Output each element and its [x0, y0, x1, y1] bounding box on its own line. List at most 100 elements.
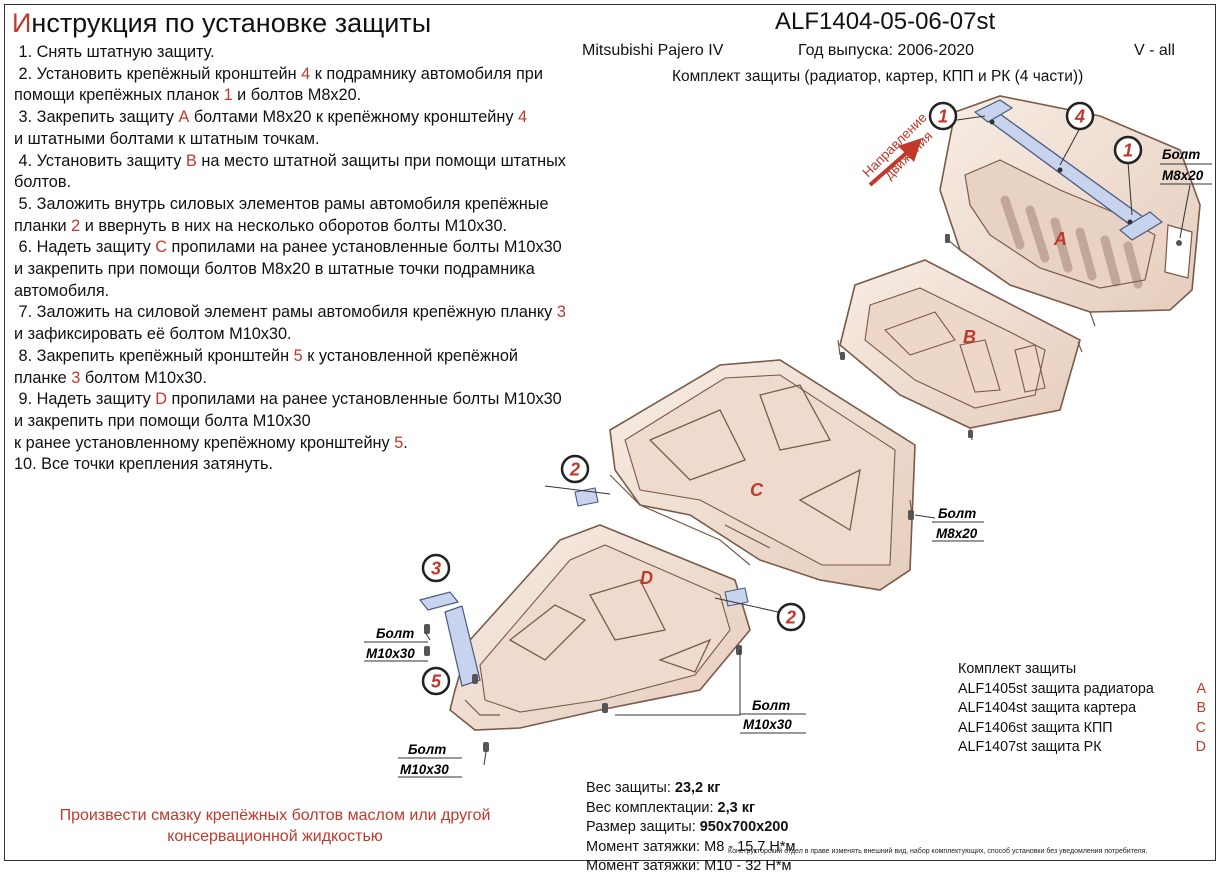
bolt-label-m8-top: Болт M8x20 [1160, 147, 1212, 185]
step-text: на место штатной защиты при помощи штатн… [14, 151, 571, 192]
legend-item-letter: B [1196, 700, 1206, 716]
svg-text:M8x20: M8x20 [936, 526, 978, 541]
legend-item: ALF1407st защита РК D [958, 738, 1206, 758]
letter-d: D [640, 568, 653, 588]
instruction-steps: 1. Снять штатную защиту. 2. Установить к… [14, 42, 574, 476]
step-ref: 5 [293, 346, 303, 365]
step-text: и штатными болтами к штатным точкам. [14, 129, 320, 148]
kit-description: Комплект защиты (радиатор, картер, КПП и… [672, 68, 1084, 85]
svg-text:Болт: Болт [752, 698, 790, 713]
step-text: Закрепить крепёжный кронштейн [36, 346, 294, 365]
step-7: 7. Заложить на силовой элемент рамы авто… [14, 302, 574, 345]
step-ref: А [178, 108, 190, 127]
svg-text:Болт: Болт [408, 742, 446, 757]
bolts [424, 234, 1182, 752]
step-text: Надеть защиту [36, 390, 156, 409]
svg-text:M8x20: M8x20 [1162, 168, 1204, 183]
letter-c: C [750, 480, 764, 500]
title-rest: нструкция по установке защиты [31, 8, 432, 38]
step-8: 8. Закрепить крепёжный кронштейн 5 к уст… [14, 346, 574, 389]
step-ref: В [185, 151, 197, 170]
step-text: Снять штатную защиту. [36, 43, 215, 61]
letter-b: B [963, 327, 976, 347]
svg-text:Болт: Болт [1162, 147, 1200, 162]
spec-value: 23,2 кг [674, 780, 721, 796]
plate-c [609, 359, 916, 591]
callout-1: 1 [1113, 135, 1143, 165]
spec-value: М8 - 15,7 Н*м [704, 838, 796, 855]
svg-text:3: 3 [431, 559, 441, 579]
step-text: и зафиксировать её болтом М10х30. [14, 303, 571, 344]
step-ref: 2 [71, 216, 81, 235]
step-text: Заложить внутрь силовых элементов рамы а… [14, 194, 554, 235]
legend-item-name: ALF1407st защита РК [958, 739, 1102, 755]
plate-d [449, 524, 751, 731]
bolt-label-m10-bottom: Болт M10x30 [398, 742, 462, 778]
legend-item-name: ALF1406st защита КПП [958, 719, 1113, 736]
callout-1: 1 [928, 101, 958, 131]
step-number: 3. [14, 108, 37, 127]
callout-3: 3 [421, 553, 451, 583]
step-ref: D [155, 390, 168, 409]
step-text: болтом М10х30. [80, 368, 207, 387]
step-text: Установить защиту [36, 151, 186, 170]
step-4: 4. Установить защиту В на место штатной … [14, 151, 574, 194]
bracket-4 [973, 99, 1164, 241]
product-code: ALF1404-05-06-07st [775, 8, 996, 35]
callout-2: 2 [560, 454, 590, 484]
step-text: к подрамнику автомобиля при помощи крепё… [14, 64, 548, 105]
svg-text:M10x30: M10x30 [743, 717, 792, 732]
step-ref: 3 [556, 303, 566, 322]
step-10: 10. Все точки крепления затянуть. [14, 454, 574, 476]
step-ref: 3 [71, 368, 81, 387]
plate-2-left [574, 487, 599, 507]
svg-text:4: 4 [1074, 107, 1085, 127]
legend-item-letter: A [1196, 680, 1206, 697]
spec-row: Размер защиты: 950х700х200 [586, 818, 795, 838]
spec-value: 2,3 кг [717, 799, 756, 816]
step-number: 7. [14, 303, 37, 322]
step-text: и болтов М8х20. [232, 86, 362, 105]
step-text: к установленной крепёжной планке [14, 346, 523, 387]
spec-label: Момент затяжки: [586, 838, 705, 855]
grease-note: Произвести смазку крепёжных болтов масло… [59, 807, 491, 845]
step-number: 1. [14, 43, 37, 61]
spec-label: Вес комплектации: [586, 799, 718, 816]
spec-label: Размер защиты: [586, 819, 700, 835]
callout-2: 2 [776, 602, 806, 632]
spec-label: Момент затяжки: [586, 858, 705, 874]
legend-item-name: ALF1405st защита радиатора [958, 680, 1154, 697]
step-3: 3. Закрепить защиту А болтами М8х20 к кр… [14, 107, 574, 150]
direction-arrow [868, 146, 914, 187]
bolt-label-m8-mid: Болт M8x20 [932, 506, 984, 542]
legend-item-letter: D [1195, 739, 1206, 755]
plate-b [837, 259, 1083, 441]
step-text: и ввернуть в них на несколько оборотов б… [80, 216, 508, 235]
step-ref: 5 [394, 433, 404, 452]
step-6: 6. Надеть защиту С пропилами на ранее ус… [14, 237, 574, 302]
step-number: 9. [14, 390, 37, 409]
svg-text:M10x30: M10x30 [400, 762, 449, 777]
spec-row: Вес комплектации: 2,3 кг [586, 799, 795, 819]
callout-4: 4 [1065, 101, 1095, 131]
step-1: 1. Снять штатную защиту. [14, 42, 574, 64]
bracket-5 [418, 591, 481, 687]
car-variant: V - all [1134, 42, 1175, 59]
step-number: 8. [14, 346, 37, 365]
spec-row: Момент затяжки: М8 - 15,7 Н*м [586, 838, 795, 858]
svg-text:Болт: Болт [376, 626, 414, 641]
step-text: Установить крепёжный кронштейн [36, 64, 302, 83]
spec-row: Момент затяжки: М10 - 32 Н*м [586, 857, 795, 877]
step-number: 10. [14, 455, 42, 474]
letter-a: A [1053, 229, 1067, 249]
page-title: Инструкция по установке защиты [12, 8, 431, 39]
kit-legend: Комплект защиты ALF1405st защита радиато… [958, 660, 1206, 758]
step-ref: С [155, 238, 168, 257]
step-text: . [403, 433, 408, 452]
spec-label: Вес защиты: [586, 780, 675, 796]
step-ref: 4 [518, 108, 528, 127]
step-text: пропилами на ранее установленные болты М… [14, 390, 562, 452]
spec-row: Вес защиты: 23,2 кг [586, 779, 795, 799]
